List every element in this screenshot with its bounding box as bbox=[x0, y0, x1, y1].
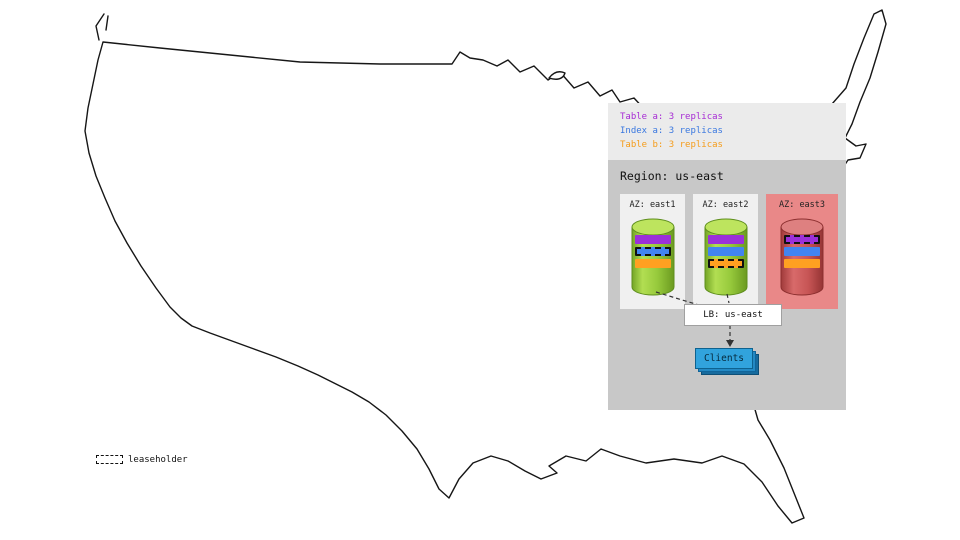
replica-index-a bbox=[784, 247, 820, 256]
replica-index-a bbox=[707, 247, 744, 256]
db-node-east1 bbox=[631, 218, 675, 296]
replica-table-b bbox=[784, 259, 820, 268]
cylinder-icon bbox=[704, 218, 747, 296]
az-east2-label: AZ: east2 bbox=[702, 200, 749, 210]
leaseholder-legend: leaseholder bbox=[96, 449, 188, 465]
clients-stack: Clients bbox=[695, 348, 759, 375]
region-panel: Region: us-east AZ: east1 bbox=[608, 160, 846, 410]
db-node-east3-down bbox=[780, 218, 824, 296]
az-east2: AZ: east2 bbox=[693, 194, 758, 309]
cylinder-icon bbox=[631, 218, 674, 296]
lake-island bbox=[548, 71, 566, 80]
leaseholder-swatch-icon bbox=[96, 455, 123, 464]
replica-table-b bbox=[634, 259, 671, 268]
legend-table-b: Table b: 3 replicas bbox=[620, 140, 723, 150]
leaseholder-label: leaseholder bbox=[128, 454, 188, 465]
replica-table-a bbox=[707, 235, 744, 244]
az-east3-label: AZ: east3 bbox=[778, 200, 826, 210]
replica-table-b-leaseholder bbox=[707, 259, 744, 268]
az-east1-label: AZ: east1 bbox=[629, 200, 676, 210]
db-node-east2 bbox=[704, 218, 748, 296]
replica-index-a-leaseholder bbox=[634, 247, 671, 256]
legend-table-a: Table a: 3 replicas bbox=[620, 112, 723, 122]
region-title: Region: us-east bbox=[620, 169, 724, 183]
replica-table-a-leaseholder bbox=[784, 235, 820, 244]
az-east1: AZ: east1 bbox=[620, 194, 685, 309]
clients-box: Clients bbox=[695, 348, 753, 369]
puget-sound bbox=[95, 13, 109, 41]
load-balancer-box: LB: us-east bbox=[684, 304, 782, 326]
table-legend-panel: Table a: 3 replicas Index a: 3 replicas … bbox=[608, 103, 846, 160]
az-east3-down: AZ: east3 bbox=[766, 194, 838, 309]
cylinder-icon bbox=[780, 218, 824, 296]
legend-index-a: Index a: 3 replicas bbox=[620, 126, 723, 136]
replica-table-a bbox=[634, 235, 671, 244]
